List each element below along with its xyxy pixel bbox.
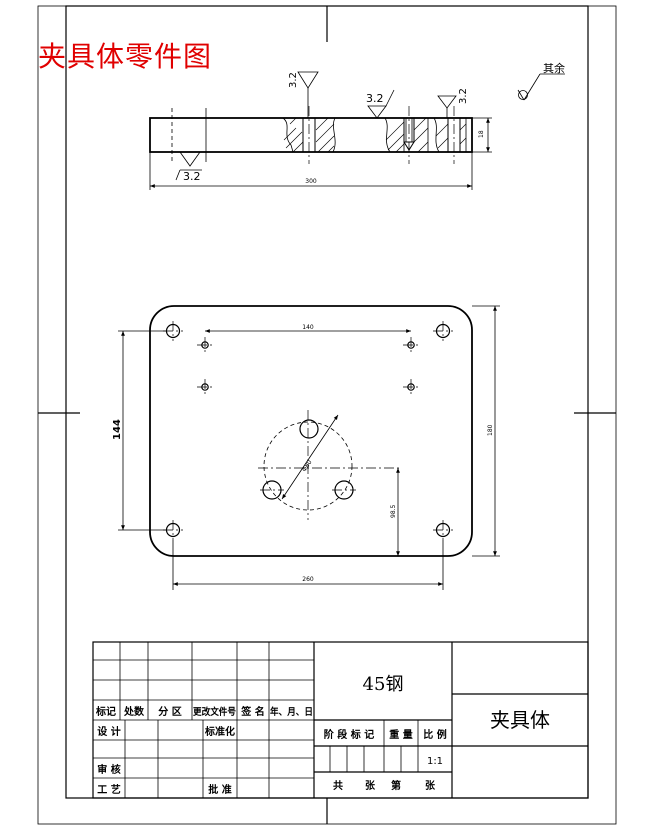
section-hatch-1: [281, 106, 336, 164]
dim-center-height-text: 98.5: [390, 504, 397, 518]
dim-thickness-text: 18: [478, 130, 485, 138]
header-change-doc: 更改文件号: [193, 706, 236, 718]
roughness-rest-symbol: 其余: [517, 61, 565, 101]
plate-outline: [149, 117, 473, 153]
dim-height-right: 180: [472, 305, 500, 557]
bolt-circle-group: Φ80: [258, 410, 400, 520]
scale-value: 1:1: [427, 756, 443, 767]
dim-height-left-text: 144: [112, 419, 123, 440]
front-view: 3.2 3.2 3.2 3.2 300 18: [149, 71, 492, 190]
roughness-symbol-top-2: 3.2: [366, 89, 395, 119]
header-mark: 标记: [95, 705, 116, 718]
small-holes: [197, 337, 419, 395]
dim-overall-width-text: 300: [305, 178, 317, 185]
section-hatch-2: [384, 106, 429, 164]
dim-width-bottom: 260: [172, 540, 444, 590]
label-sheets-total: 共: [333, 779, 343, 792]
dim-height-right-text: 180: [487, 424, 494, 436]
label-review: 审 核: [97, 763, 120, 776]
dim-overall-width: 300: [149, 152, 473, 190]
centering-marks: [38, 6, 616, 824]
label-sheet-unit: 张: [425, 779, 436, 792]
drawing-heading: 夹具体零件图: [38, 40, 212, 73]
roughness-rest-label: 其余: [543, 61, 565, 75]
dim-hole-spacing-text: 140: [302, 324, 314, 331]
outer-border: [37, 5, 617, 825]
dim-bolt-circle-text: Φ80: [301, 459, 314, 473]
label-design: 设 计: [97, 725, 120, 738]
dim-width-bottom-text: 260: [302, 576, 314, 583]
label-weight: 重 量: [389, 728, 412, 741]
plate-top-outline: [149, 305, 473, 557]
label-standardize: 标准化: [204, 725, 235, 738]
inner-border: [65, 5, 589, 799]
header-count: 处数: [123, 705, 145, 718]
roughness-value-3: 3.2: [458, 88, 469, 104]
roughness-value-4: 3.2: [183, 170, 201, 183]
revision-header-row: 标记 处数 分 区 更改文件号 签 名 年、月、日: [95, 705, 313, 718]
label-stage-mark: 阶 段 标 记: [324, 728, 374, 741]
dim-center-height: 98.5: [390, 468, 410, 557]
header-zone: 分 区: [158, 705, 181, 718]
dim-thickness: 18: [472, 117, 492, 153]
label-sheet-no: 第: [391, 779, 401, 792]
part-name-text: 夹具体: [490, 708, 550, 732]
label-scale: 比 例: [423, 728, 446, 741]
title-block: 标记 处数 分 区 更改文件号 签 名 年、月、日 设 计 标准化 审 核 工 …: [92, 641, 589, 799]
label-process: 工 艺: [97, 783, 120, 796]
section-hatch-3: [433, 106, 467, 164]
dim-height-left: 144: [112, 330, 166, 531]
roughness-symbol-top-3: 3.2: [437, 88, 469, 118]
roughness-value-1: 3.2: [288, 72, 299, 88]
material-text: 45钢: [363, 674, 404, 695]
roughness-symbol-top-1: 3.2: [288, 71, 319, 118]
label-approve: 批 准: [208, 783, 231, 796]
dim-hole-spacing: 140: [205, 324, 411, 333]
header-date: 年、月、日: [270, 706, 313, 718]
roughness-symbol-bottom: 3.2: [175, 151, 202, 183]
header-sign: 签 名: [240, 705, 264, 718]
roughness-value-2: 3.2: [366, 92, 384, 105]
top-view: Φ80 140 144 180 98.5: [112, 305, 500, 590]
label-sheets-unit: 张: [365, 779, 376, 792]
corner-holes: [163, 321, 453, 540]
